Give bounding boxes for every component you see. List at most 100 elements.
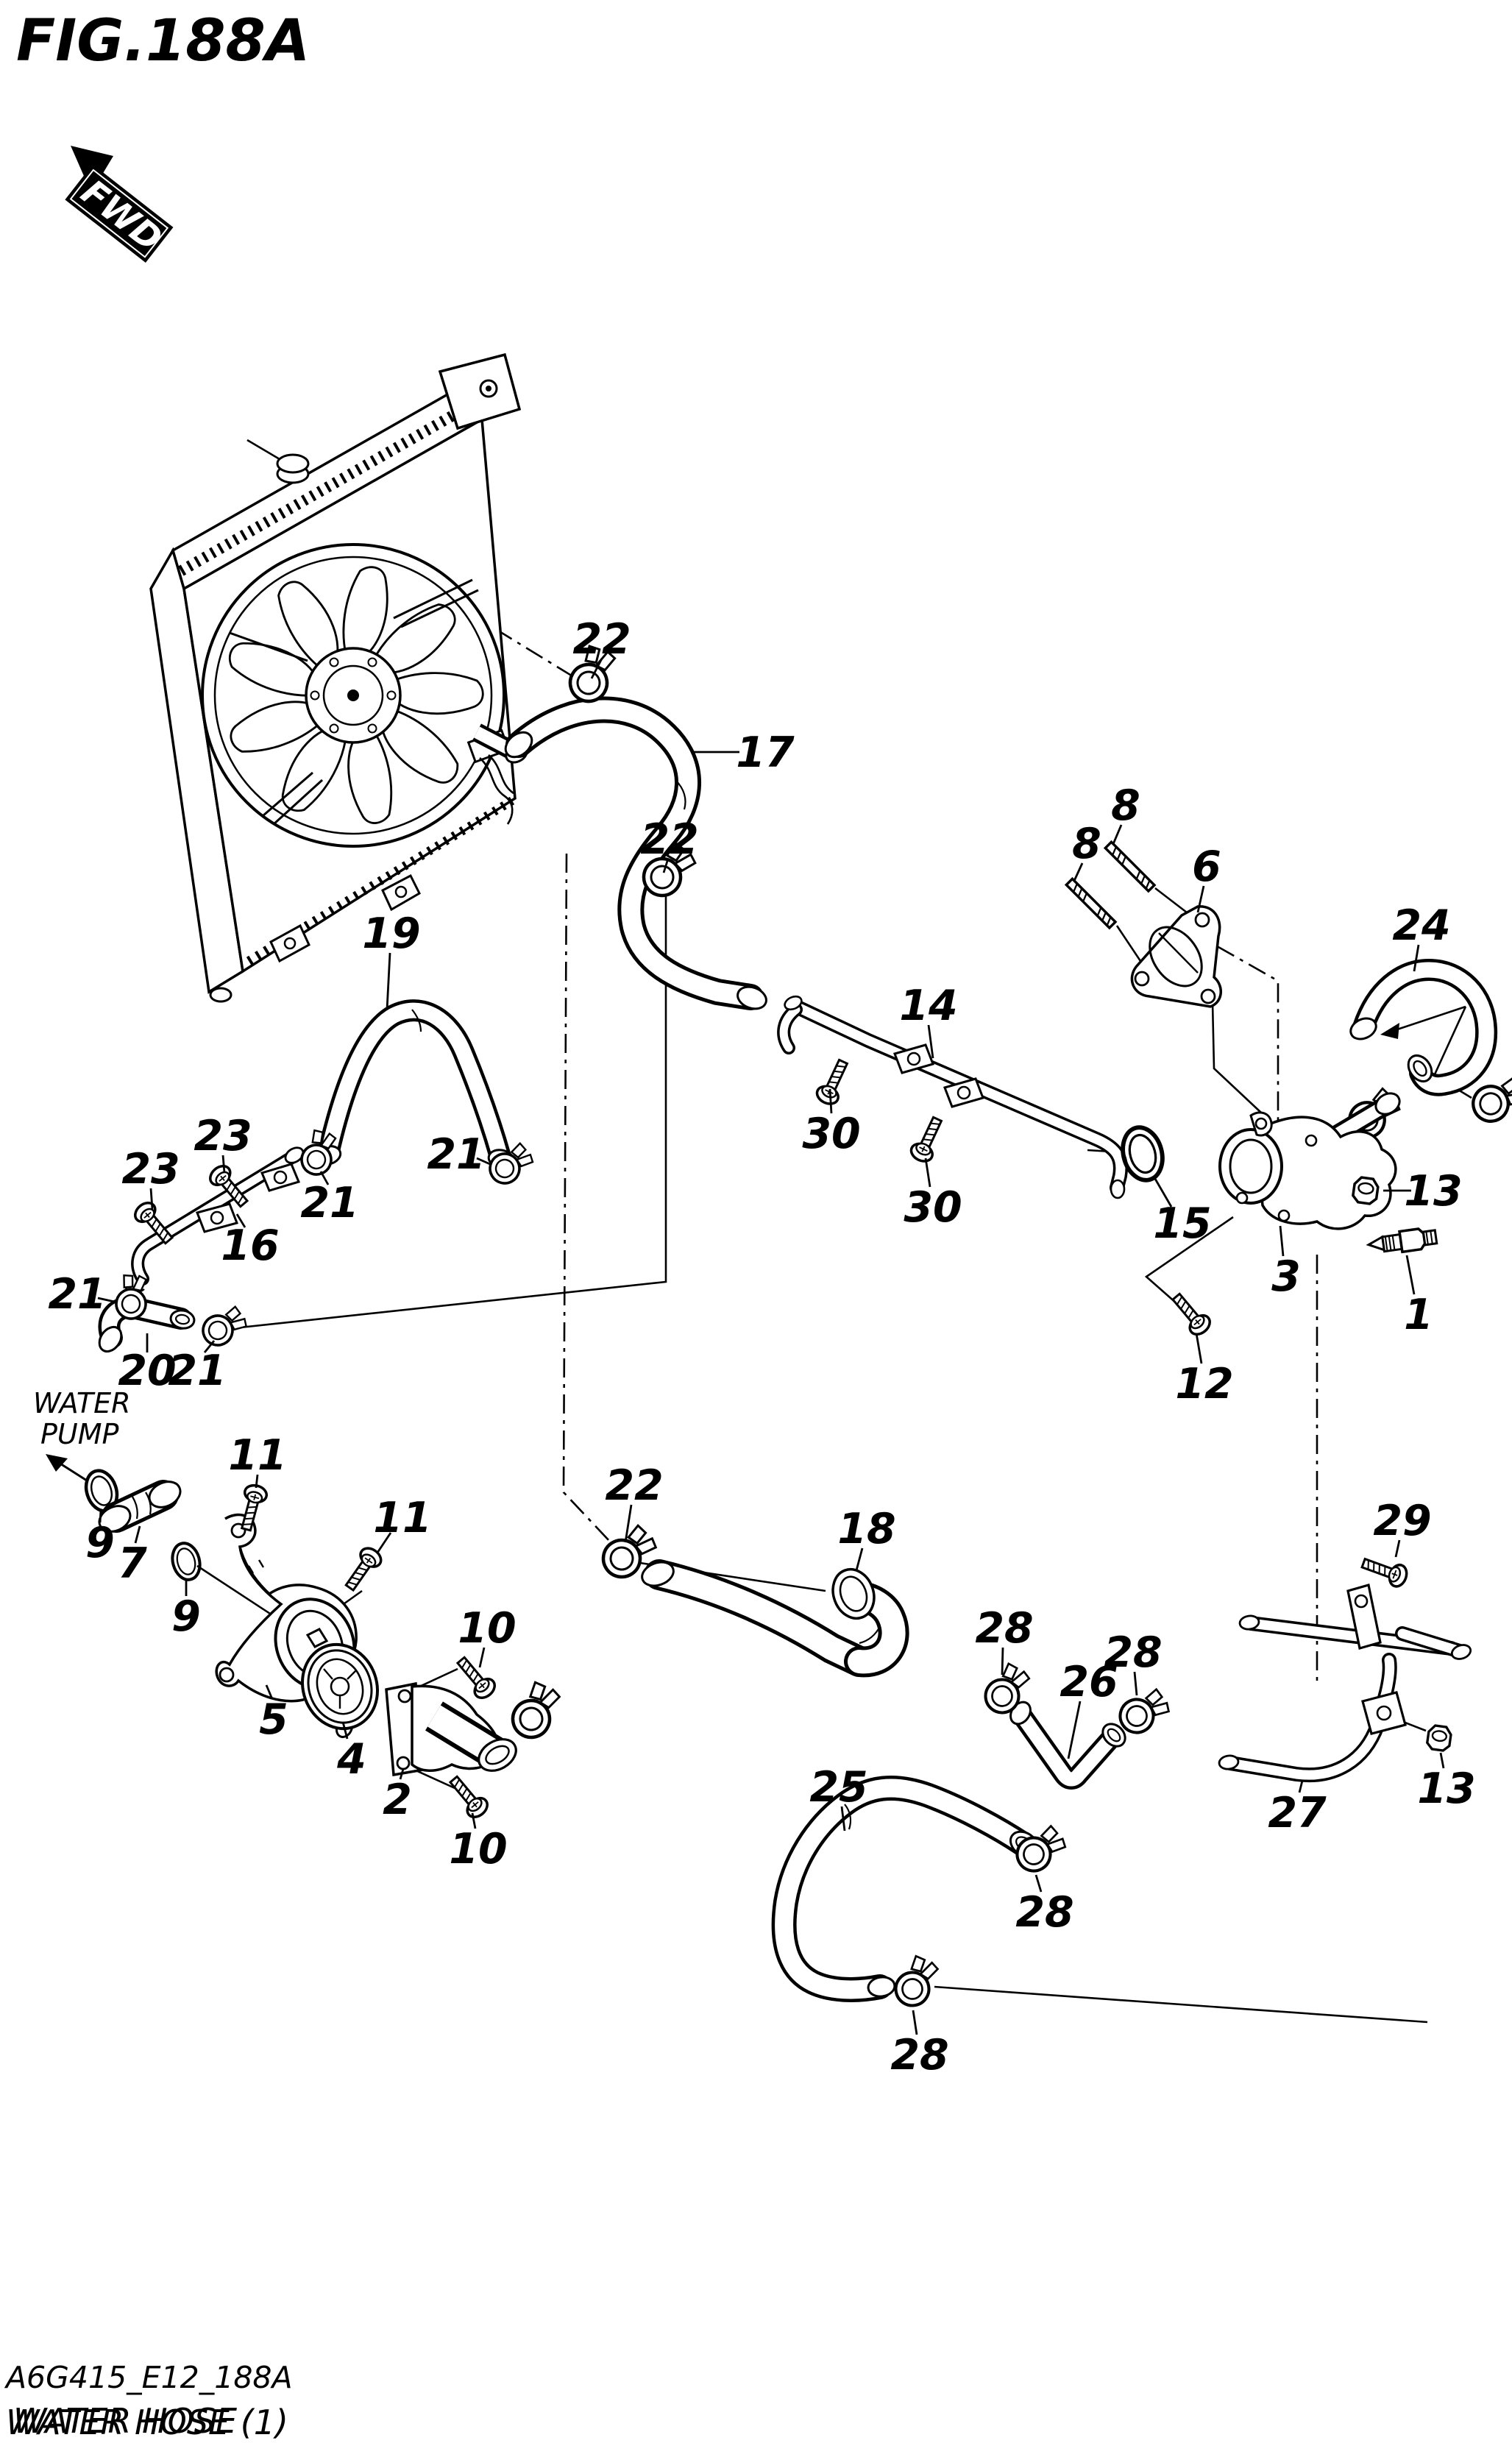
part-label-29: 29	[1373, 1497, 1431, 1545]
hose-seam	[859, 1625, 881, 1645]
bracket-bolt	[486, 386, 491, 391]
part-label-27: 27	[1268, 1789, 1327, 1837]
leader-line	[1195, 1333, 1203, 1364]
part-label-3: 3	[1271, 1252, 1301, 1301]
part-label-4: 4	[336, 1735, 366, 1784]
part-label-21: 21	[427, 1130, 485, 1179]
leader-line	[1144, 1216, 1234, 1305]
leader-line	[912, 2010, 918, 2035]
part-label-13: 13	[1417, 1765, 1475, 1813]
hose-26	[1009, 1701, 1126, 1790]
hose-seam	[844, 1804, 852, 1830]
thermostat-4	[300, 1628, 380, 1731]
radiator-mounts	[209, 873, 421, 1003]
leader-line	[399, 1768, 405, 1780]
pipe-14	[777, 995, 1128, 1199]
bolt-29	[1358, 1551, 1411, 1590]
clamp-22	[507, 1678, 566, 1740]
leader-line	[1394, 1539, 1401, 1558]
leader-line	[1413, 944, 1420, 972]
hose-seam	[411, 1009, 422, 1032]
fan-ring	[213, 556, 493, 835]
leader-line	[265, 1684, 274, 1700]
part-label-28: 28	[1015, 1888, 1073, 1937]
leader-line	[97, 1297, 118, 1304]
leader-line	[246, 439, 280, 461]
part-label-24: 24	[1392, 901, 1450, 950]
part-label-23: 23	[121, 1145, 180, 1194]
leader-line	[855, 1547, 864, 1571]
bolt-12	[1166, 1288, 1215, 1340]
part-label-2: 2	[383, 1776, 412, 1824]
bolt-30	[906, 1113, 949, 1166]
part-label-10: 10	[458, 1604, 516, 1653]
flow-arrow	[1394, 1005, 1467, 1075]
part-label-17: 17	[736, 728, 795, 777]
clamp-28	[1013, 1819, 1069, 1877]
part-label-5: 5	[259, 1695, 288, 1744]
leader-line	[1034, 1874, 1043, 1893]
part-label-11: 11	[373, 1494, 431, 1542]
part-label-6: 6	[1192, 843, 1221, 891]
leader-line	[1112, 824, 1123, 845]
gasket-6	[1130, 905, 1222, 1008]
pipe-27	[1218, 1583, 1472, 1783]
part-label-25: 25	[809, 1763, 867, 1812]
part-label-16: 16	[221, 1222, 279, 1270]
footer: A6G415_E12_188A WATER HOSE (1) WATER HOS…	[4, 2360, 293, 2442]
hose-17	[504, 696, 767, 1010]
water-pump-label: WATER	[33, 1387, 131, 1419]
leader-line	[924, 1157, 931, 1188]
leader-line	[376, 1532, 392, 1553]
part-label-13: 13	[1404, 1167, 1462, 1216]
sensor-1	[1366, 1227, 1438, 1254]
leader-line	[203, 1340, 216, 1353]
part-label-22: 22	[605, 1461, 663, 1510]
part-label-11: 11	[228, 1431, 286, 1480]
part-label-22: 22	[640, 815, 698, 864]
water-pump-arrowhead	[46, 1454, 68, 1472]
flow-arrowhead	[1380, 1023, 1399, 1039]
leader-line	[1067, 1701, 1082, 1759]
radiator-cap	[276, 453, 310, 474]
part-label-8: 8	[1111, 781, 1140, 830]
part-label-9: 9	[85, 1519, 115, 1567]
core-fins	[178, 397, 480, 576]
leader-line	[624, 1504, 633, 1543]
bolt-10	[444, 1770, 493, 1823]
cap-housing-2	[385, 1681, 517, 1777]
fwd-badge: FWD	[65, 146, 174, 263]
bolt-30	[812, 1055, 855, 1109]
leader-line	[662, 858, 670, 873]
leader-line	[1211, 1001, 1262, 1113]
part-label-18: 18	[837, 1505, 895, 1553]
part-label-1: 1	[1404, 1291, 1433, 1339]
hose-18	[641, 1559, 909, 1678]
hose-24	[1349, 958, 1498, 1096]
footer-caption: WATER HOSE (1)	[6, 2403, 288, 2442]
leader-line	[1133, 1671, 1138, 1696]
install-line	[402, 571, 581, 682]
leader-line	[828, 1088, 833, 1114]
part-label-12: 12	[1175, 1360, 1233, 1408]
bolt-10	[451, 1651, 500, 1703]
leader-line	[235, 1213, 246, 1228]
leader-line	[226, 889, 667, 1330]
fan-motor	[229, 578, 479, 826]
stud-8	[1104, 840, 1156, 893]
part-label-26: 26	[1060, 1658, 1118, 1706]
leader-line	[341, 1721, 349, 1740]
leader-line	[1439, 1752, 1445, 1769]
install-line	[562, 853, 611, 1543]
leader-line	[1001, 1647, 1004, 1676]
part-label-21: 21	[168, 1347, 226, 1395]
part-label-30: 30	[904, 1183, 962, 1232]
radiator-fan-assembly	[149, 352, 528, 1003]
leader-line	[471, 1812, 477, 1829]
leader-line	[934, 1985, 1428, 2024]
leader-line	[386, 952, 391, 1010]
oring-9	[168, 1540, 204, 1583]
leader-line	[1196, 885, 1205, 913]
